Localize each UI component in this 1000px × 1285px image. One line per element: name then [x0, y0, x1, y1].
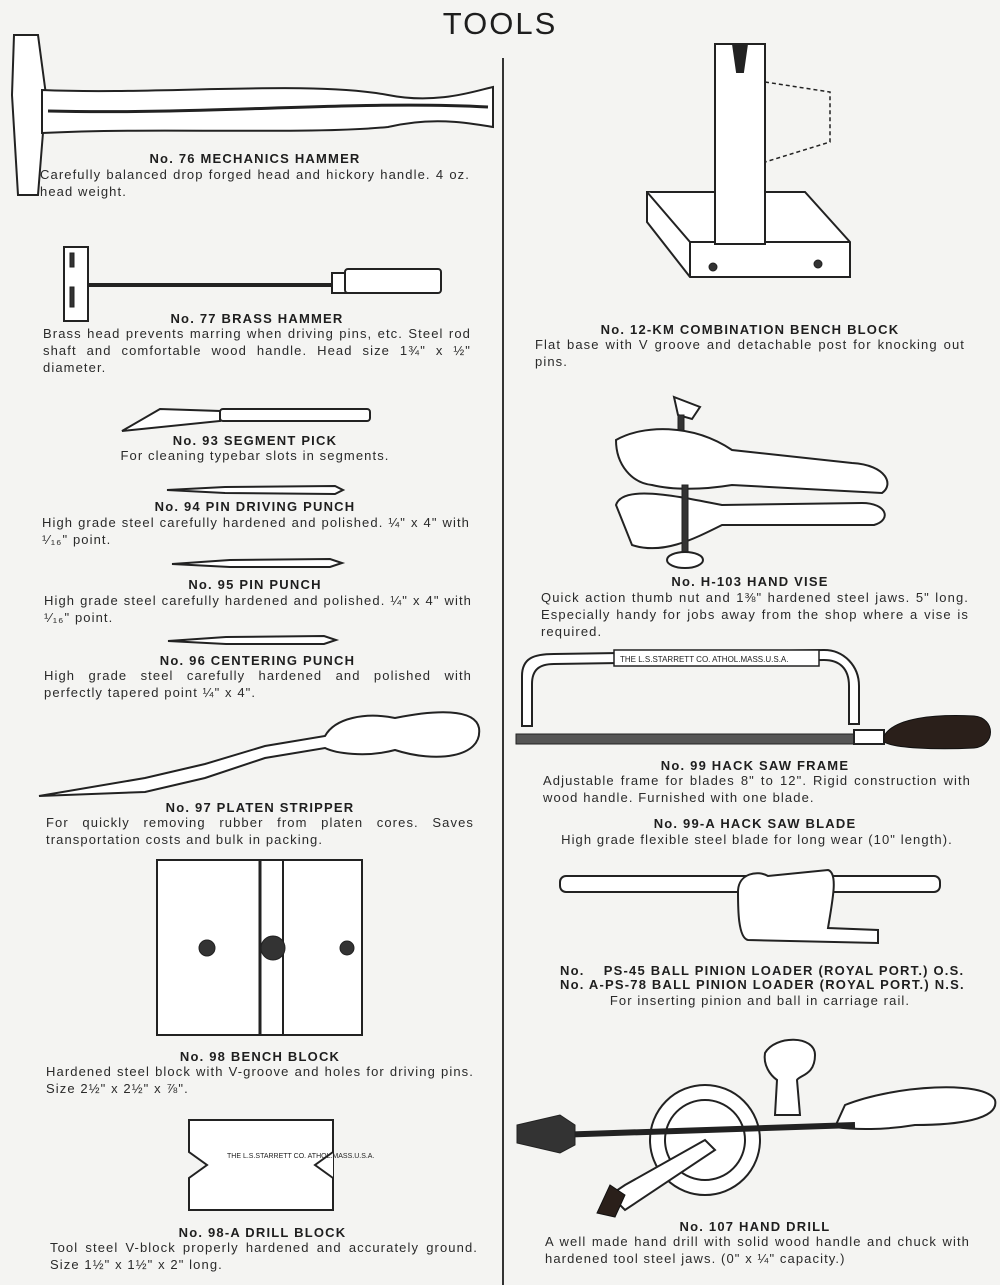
item-98a-heading: No. 98-A DRILL BLOCK	[178, 1225, 347, 1240]
hand-vise-illustration	[614, 395, 889, 569]
item-98a-description: Tool steel V-block properly hardened and…	[50, 1240, 478, 1272]
item-76-heading: No. 76 MECHANICS HAMMER	[149, 151, 361, 166]
page-title: TOOLS	[442, 6, 558, 41]
item-107-heading: No. 107 HAND DRILL	[679, 1219, 831, 1234]
brass-hammer-illustration	[63, 246, 442, 322]
item-95-description: High grade steel carefully hardened and …	[44, 593, 472, 625]
item-98-heading: No. 98 BENCH BLOCK	[179, 1049, 341, 1064]
item-ps45-heading: No. PS-45 BALL PINION LOADER (ROYAL PORT…	[560, 963, 965, 978]
item-93-heading: No. 93 SEGMENT PICK	[172, 433, 338, 448]
item-93-description: For cleaning typebar slots in segments.	[120, 448, 390, 463]
centering-punch-illustration	[167, 634, 340, 645]
pin-punch-illustration	[171, 557, 346, 568]
drill-block-engraving: THE L.S.STARRETT CO. ATHOL.MASS.U.S.A.	[227, 1153, 374, 1160]
item-94-description: High grade steel carefully hardened and …	[42, 515, 470, 547]
combination-bench-block-illustration	[646, 43, 851, 278]
item-99a-description: High grade flexible steel blade for long…	[561, 832, 953, 847]
item-97-heading: No. 97 PLATEN STRIPPER	[165, 800, 355, 815]
item-94-heading: No. 94 PIN DRIVING PUNCH	[154, 499, 356, 514]
mechanics-hammer-illustration	[10, 34, 494, 196]
item-96-heading: No. 96 CENTERING PUNCH	[159, 653, 356, 668]
drill-block-illustration: THE L.S.STARRETT CO. ATHOL.MASS.U.S.A.	[188, 1119, 374, 1211]
segment-pick-illustration	[121, 407, 371, 432]
item-98-description: Hardened steel block with V-groove and h…	[46, 1064, 474, 1096]
item-h103-description: Quick action thumb nut and 1⅜" hardened …	[541, 590, 969, 639]
item-h103-heading: No. H-103 HAND VISE	[671, 574, 829, 589]
item-77-description: Brass head prevents marring when driving…	[43, 326, 471, 375]
item-95-heading: No. 95 PIN PUNCH	[188, 577, 322, 592]
item-99a-heading: No. 99-A HACK SAW BLADE	[653, 816, 857, 831]
item-12km-heading: No. 12-KM COMBINATION BENCH BLOCK	[600, 322, 900, 337]
item-107-description: A well made hand drill with solid wood h…	[545, 1234, 970, 1266]
item-76-description: Carefully balanced drop forged head and …	[40, 167, 470, 199]
item-99-heading: No. 99 HACK SAW FRAME	[660, 758, 850, 773]
hack-saw-frame-illustration: THE L.S.STARRETT CO. ATHOL.MASS.U.S.A.	[515, 648, 991, 750]
item-99-description: Adjustable frame for blades 8" to 12". R…	[543, 773, 971, 805]
hack-saw-engraving: THE L.S.STARRETT CO. ATHOL.MASS.U.S.A.	[620, 655, 788, 664]
item-96-description: High grade steel carefully hardened and …	[44, 668, 472, 700]
bench-block-illustration	[156, 859, 363, 1036]
item-77-heading: No. 77 BRASS HAMMER	[170, 311, 344, 326]
item-97-description: For quickly removing rubber from platen …	[46, 815, 474, 847]
column-divider	[502, 58, 504, 1285]
ball-pinion-loader-illustration	[559, 868, 941, 945]
pin-driving-punch-illustration	[166, 484, 346, 496]
item-aps78-heading: No. A-PS-78 BALL PINION LOADER (ROYAL PO…	[560, 977, 965, 992]
hand-drill-illustration	[516, 1038, 997, 1218]
platen-stripper-illustration	[38, 711, 481, 797]
item-ps45-description: For inserting pinion and ball in carriag…	[609, 993, 911, 1008]
item-12km-description: Flat base with V groove and detachable p…	[535, 337, 965, 369]
